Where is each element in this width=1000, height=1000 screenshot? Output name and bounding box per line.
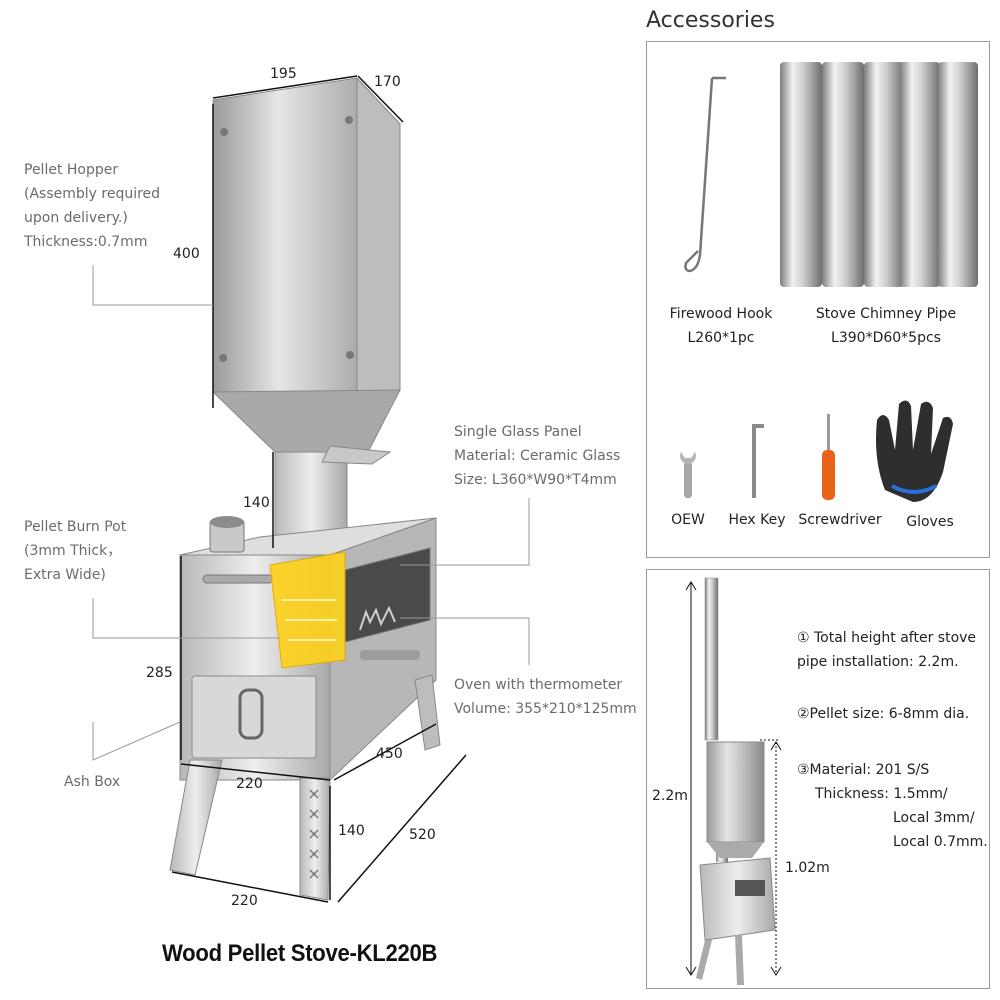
dim-height-285: 285 (146, 665, 173, 681)
dim-length-450: 450 (376, 746, 403, 762)
total-height-dim: 2.2m (652, 788, 688, 804)
height-dimension-lines (685, 581, 782, 976)
dim-depth-170: 170 (374, 74, 401, 90)
burn-pot-label: Pellet Burn Pot (3mm Thick， Extra Wide) (24, 519, 127, 583)
oew-caption: OEW (671, 512, 705, 528)
spec-pellet-size: ②Pellet size: 6-8mm dia. (797, 706, 970, 722)
screwdriver-caption: Screwdriver (798, 512, 882, 528)
ash-box-label: Ash Box (64, 774, 121, 790)
spec-total-height: ① Total height after stove pipe installa… (797, 630, 977, 670)
oew-wrench-icon (680, 452, 696, 498)
dimension-lines (171, 75, 467, 903)
firewood-hook-icon (684, 76, 726, 273)
gloves-icon (876, 400, 953, 502)
dim-height-400: 400 (173, 246, 200, 262)
stove-legs (169, 674, 441, 901)
dim-height-140-neck: 140 (243, 495, 270, 511)
product-title: Wood Pellet Stove-KL220B (162, 940, 438, 967)
glass-panel-label: Single Glass Panel Material: Ceramic Gla… (454, 424, 621, 488)
dim-width-220-body: 220 (236, 776, 263, 792)
oven-label: Oven with thermometer Volume: 355*210*12… (454, 677, 637, 717)
gloves-caption: Gloves (906, 514, 954, 530)
hopper-label: Pellet Hopper (Assembly required upon de… (24, 162, 161, 250)
body-height-dim: 1.02m (785, 860, 830, 876)
hex-key-caption: Hex Key (728, 512, 786, 528)
spec-material: ③Material: 201 S/S Thickness: 1.5mm/ Loc… (797, 762, 988, 850)
chimney-pipe-caption: Stove Chimney Pipe L390*D60*5pcs (815, 306, 957, 346)
leader-lines (92, 265, 530, 761)
hex-key-icon (752, 424, 764, 498)
chimney-pipes-icon (780, 62, 978, 287)
dim-height-140-legs: 140 (338, 823, 365, 839)
screwdriver-icon (822, 414, 835, 500)
firewood-hook-caption: Firewood Hook L260*1pc (669, 306, 773, 346)
dim-length-520: 520 (409, 827, 436, 843)
accessories-title: Accessories (646, 8, 775, 33)
dim-width-220-legs: 220 (231, 893, 258, 909)
dim-width-195: 195 (270, 66, 297, 82)
